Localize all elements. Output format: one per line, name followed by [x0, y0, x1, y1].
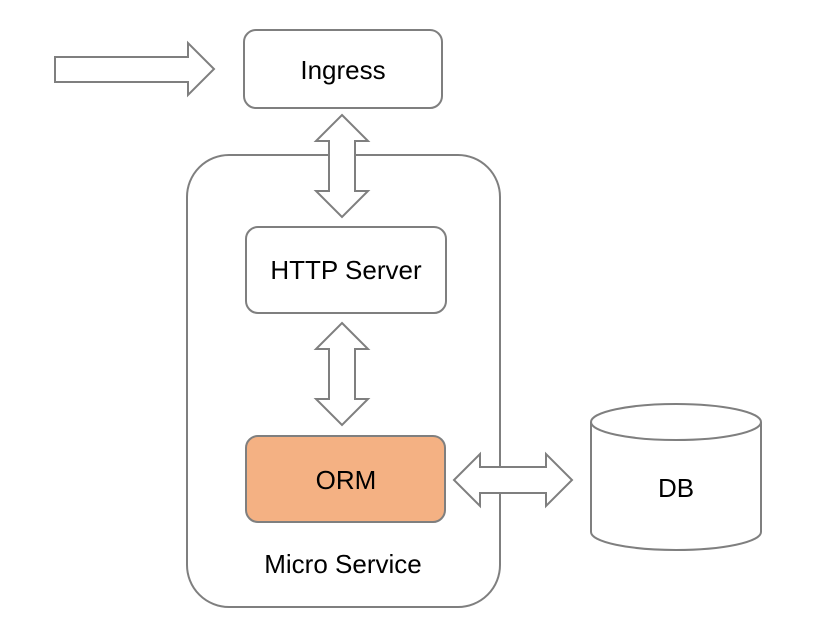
micro-service-label: Micro Service — [264, 549, 421, 579]
ingress-http-double-arrow — [313, 113, 371, 219]
orm-label: ORM — [316, 465, 377, 495]
http-server-label: HTTP Server — [270, 255, 422, 285]
db-label: DB — [658, 473, 694, 503]
ingress-box — [243, 29, 443, 109]
http-server-box — [245, 226, 447, 314]
db-cylinder — [590, 403, 762, 551]
ingress-label: Ingress — [300, 55, 385, 85]
http-orm-double-arrow — [313, 321, 371, 427]
incoming-arrow — [54, 40, 216, 98]
orm-box — [245, 435, 446, 523]
db-cylinder-body — [590, 422, 762, 551]
orm-db-double-arrow — [452, 451, 574, 509]
db-cylinder-top — [590, 403, 762, 441]
